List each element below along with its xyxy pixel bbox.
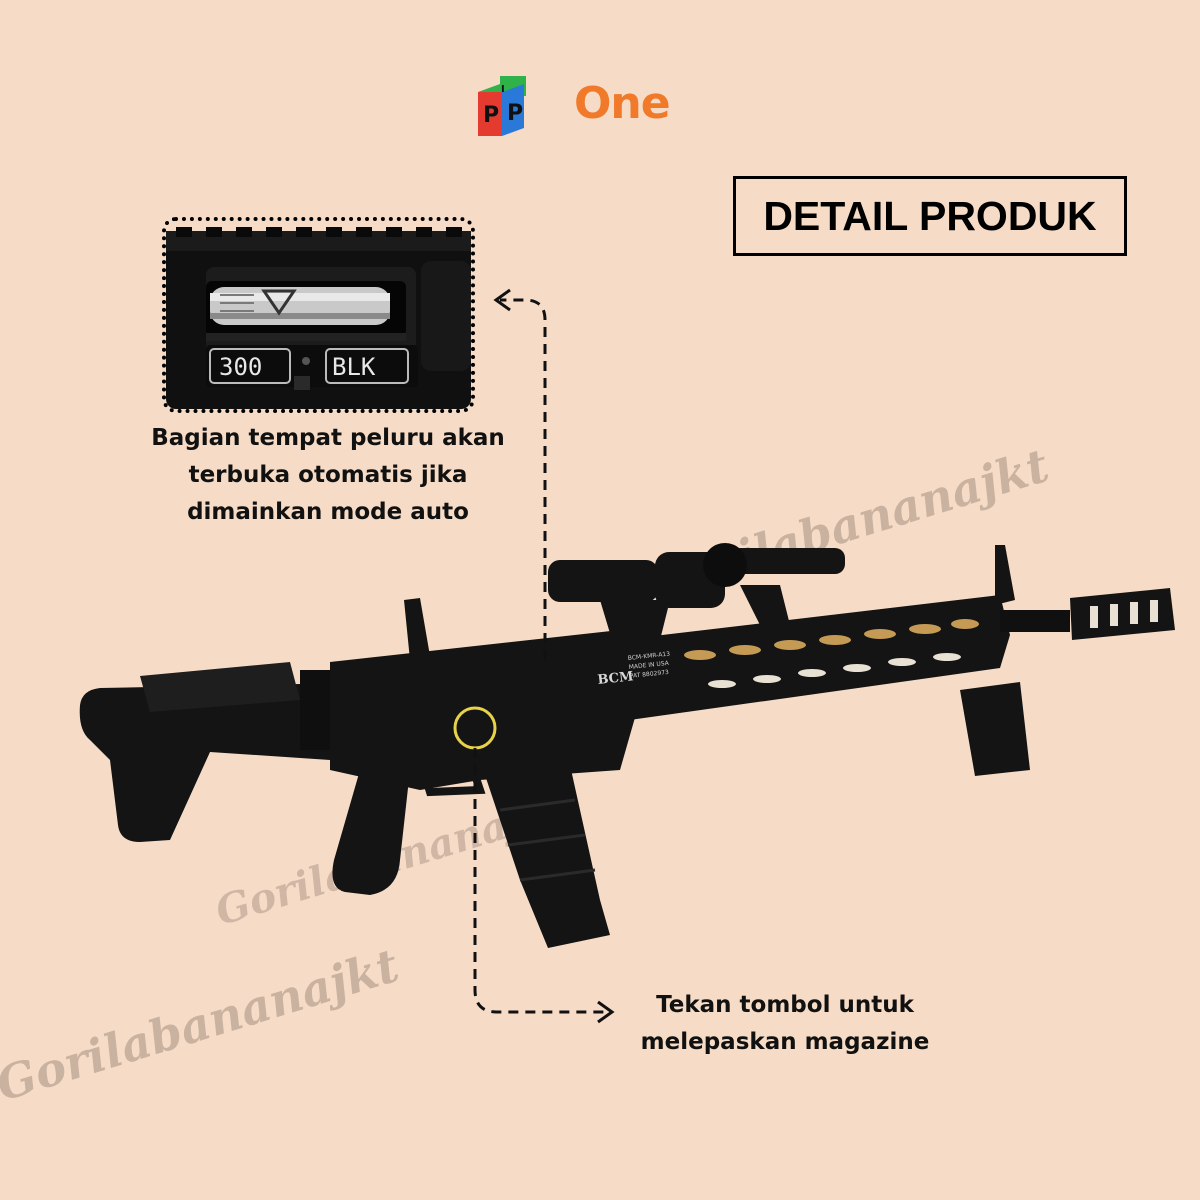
callout-line: Tekan tombol untuk bbox=[656, 992, 914, 1018]
chamber-closeup-inset: 300 BLK bbox=[162, 217, 475, 413]
cube-logo-icon: I P P bbox=[478, 76, 526, 136]
marking-blk-text: BLK bbox=[332, 353, 376, 381]
arrow-to-magazine-caption bbox=[473, 748, 605, 1014]
marking-300-text: 300 bbox=[219, 353, 262, 381]
receiver-marking-line: MADE IN USA bbox=[628, 660, 670, 671]
arrowhead-left-icon bbox=[493, 288, 511, 312]
detail-produk-badge: DETAIL PRODUK bbox=[733, 176, 1127, 256]
receiver-marking-line: PAT 8802973 bbox=[629, 669, 669, 680]
logo-letter-p-left: P bbox=[483, 103, 499, 128]
callout-magazine-release: Tekan tombol untuk melepaskan magazine bbox=[600, 987, 970, 1061]
callout-line: dimainkan mode auto bbox=[187, 499, 469, 525]
logo-letter-p-right: P bbox=[507, 101, 523, 126]
callout-ejection-port: Bagian tempat peluru akan terbuka otomat… bbox=[118, 420, 538, 531]
arrow-to-inset bbox=[500, 298, 547, 660]
arrowhead-right-icon bbox=[597, 1000, 615, 1024]
ejection-port-closeup-image: 300 BLK bbox=[166, 227, 471, 409]
callout-line: melepaskan magazine bbox=[640, 1029, 930, 1055]
callout-line: Bagian tempat peluru akan bbox=[151, 425, 505, 451]
logo-letter-i: I bbox=[501, 84, 505, 95]
receiver-marking-line: BCM-KMR-A13 bbox=[627, 651, 670, 662]
logo-wordmark: One bbox=[574, 78, 671, 129]
brand-logo: I P P One bbox=[474, 76, 694, 136]
callout-line: terbuka otomatis jika bbox=[188, 462, 468, 488]
brand-marking-text: BCM bbox=[597, 669, 634, 688]
